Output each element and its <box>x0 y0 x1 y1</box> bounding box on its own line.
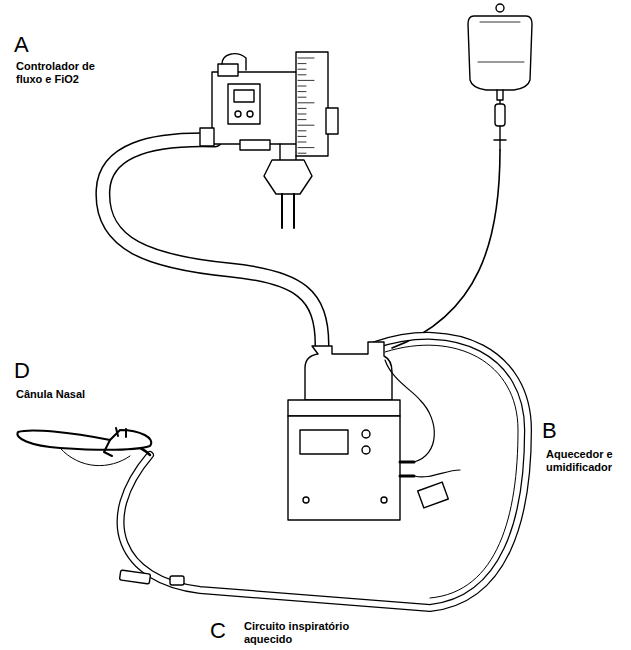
blender-knob <box>247 111 253 117</box>
sensor-module <box>418 482 449 508</box>
heater-display <box>300 430 348 454</box>
scale-tick <box>298 69 306 70</box>
scale-tick <box>298 74 306 75</box>
scale-tick <box>298 114 306 115</box>
scale-tick <box>298 125 314 126</box>
blender-display <box>234 90 254 102</box>
scale-tick <box>298 153 306 154</box>
callout-letter: C <box>210 618 226 643</box>
scale-tick <box>298 119 306 120</box>
heater-knob <box>362 446 370 454</box>
blender-panel <box>228 84 260 124</box>
flowmeter-fitting <box>326 108 338 134</box>
scale-tick <box>298 102 314 103</box>
callout-letter: A <box>14 32 29 57</box>
heater-knob <box>362 430 370 438</box>
hose-outline <box>103 140 322 345</box>
blender-inlet <box>218 64 238 76</box>
gas-inlet <box>264 144 312 194</box>
scale-tick <box>298 80 314 81</box>
gas-pipes <box>282 194 294 228</box>
scale-tick <box>298 142 306 143</box>
scale-tick <box>298 58 314 59</box>
callout-letter: D <box>14 358 30 383</box>
circuit-sensor <box>170 576 184 585</box>
scale-tick <box>298 91 306 92</box>
drip-chamber <box>495 104 505 126</box>
blender-base <box>240 140 270 150</box>
humidifier-chamber <box>305 342 392 400</box>
water-line <box>392 150 500 348</box>
heater-base <box>288 416 400 520</box>
scale-tick <box>298 86 306 87</box>
circuit-fill <box>121 336 528 608</box>
part-label: Aquecedor e umidificador <box>546 448 626 473</box>
heater-wire <box>385 345 518 598</box>
iv-bag <box>468 16 532 90</box>
blender-knob <box>235 111 241 117</box>
sensor-cables <box>385 360 460 477</box>
nasal-cannula <box>17 430 151 450</box>
blender-body <box>212 72 298 144</box>
circuit-outline <box>121 336 528 608</box>
scale-tick <box>298 136 306 137</box>
hose-fill <box>103 140 322 345</box>
flowmeter-scale <box>298 58 314 153</box>
part-label: Controlador de fluxo e FiO2 <box>16 60 112 85</box>
part-label: Circuito inspiratório aquecido <box>244 620 356 645</box>
scale-tick <box>298 130 306 131</box>
flowmeter-tube <box>296 52 328 156</box>
callout-letter: B <box>542 418 557 443</box>
bag-lines <box>478 22 524 62</box>
bag-hanger <box>496 4 504 12</box>
circuit-connector <box>119 570 150 584</box>
cannula-strap <box>60 448 130 466</box>
part-label: Cânula Nasal <box>16 388 126 401</box>
roller-clamp <box>494 126 506 150</box>
scale-tick <box>298 147 314 148</box>
heater-button <box>303 497 309 503</box>
cable-plugs <box>400 462 414 476</box>
cannula-prongs <box>104 428 126 456</box>
blender-hose <box>222 54 246 70</box>
bag-port <box>497 90 503 104</box>
heater-button <box>381 497 387 503</box>
scale-tick <box>298 108 306 109</box>
scale-tick <box>298 97 306 98</box>
heater-plate <box>288 400 400 416</box>
scale-tick <box>298 63 306 64</box>
blender-outlet <box>200 128 214 146</box>
